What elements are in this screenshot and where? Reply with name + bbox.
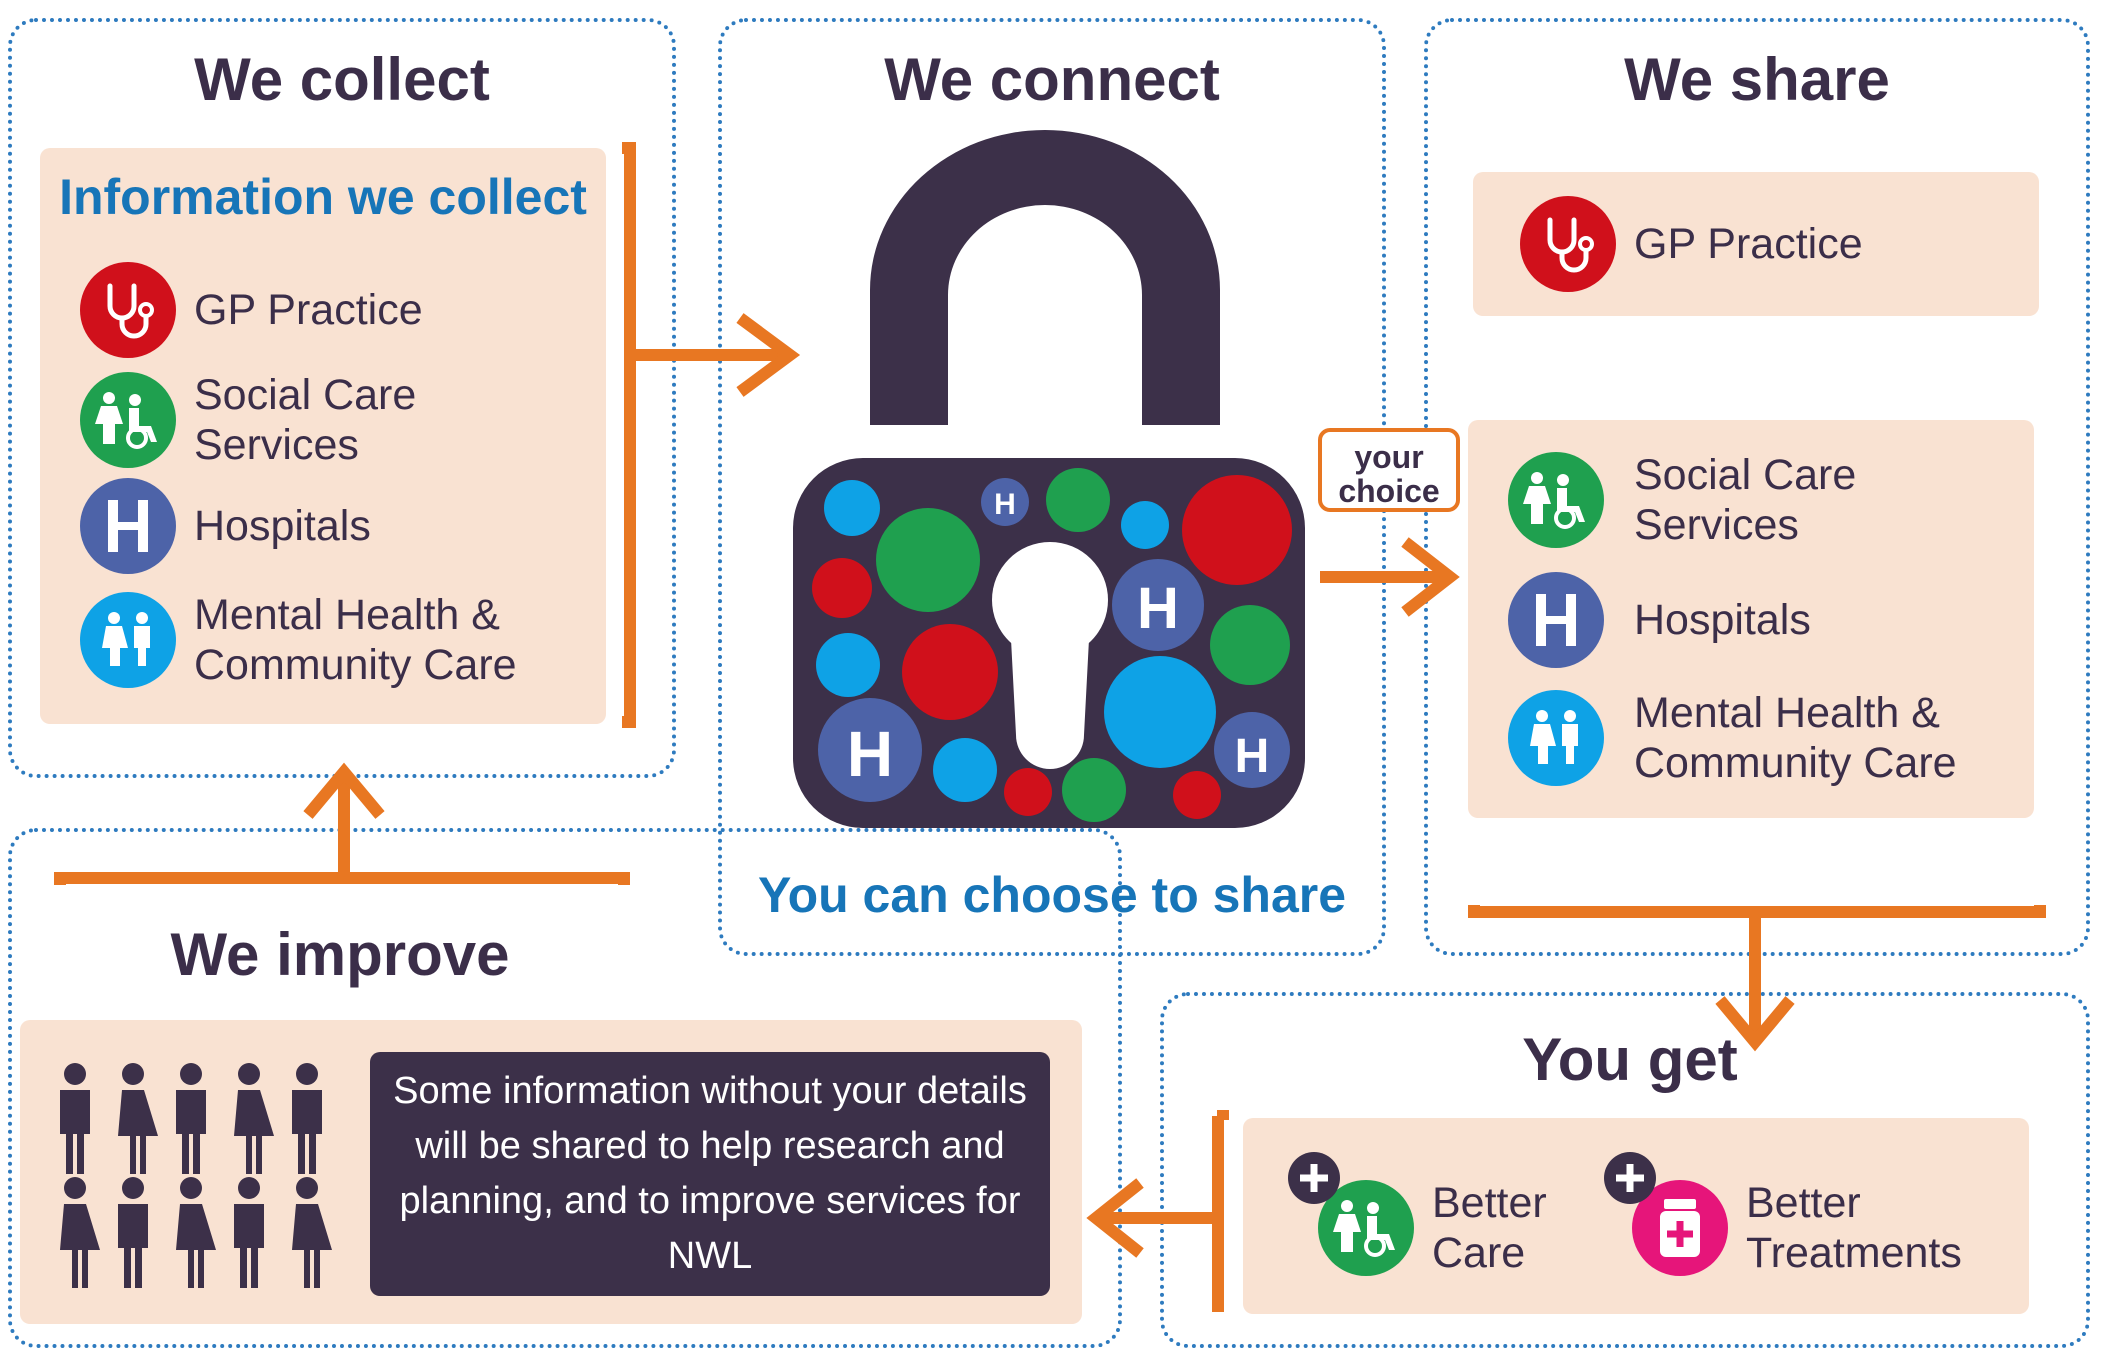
flow-arrows <box>54 142 2046 1312</box>
get-item-better-treatments-label: Better Treatments <box>1746 1179 1962 1277</box>
plus-icon <box>1604 1152 1656 1204</box>
mental-health-icon <box>80 592 176 688</box>
your-choice-label: your choice <box>1318 428 1460 512</box>
svg-text:H: H <box>1235 730 1270 783</box>
stethoscope-icon <box>1520 196 1616 292</box>
collect-item-social: Social Care Services <box>80 370 416 470</box>
social-care-icon <box>80 372 176 468</box>
share-item-mental: Mental Health & Community Care <box>1508 688 1957 788</box>
improve-heading: We improve <box>60 920 620 990</box>
collect-item-hospitals: Hospitals <box>80 478 371 574</box>
share-item-gp: GP Practice <box>1520 196 1863 292</box>
collect-item-social-label: Social Care Services <box>194 371 417 469</box>
improve-panel <box>8 828 1122 1348</box>
collect-heading: We collect <box>194 46 490 113</box>
collect-item-gp-label: GP Practice <box>194 286 423 334</box>
connect-heading: We connect <box>884 46 1220 113</box>
share-item-social-label: Social Care Services <box>1634 451 1857 549</box>
share-item-gp-label: GP Practice <box>1634 220 1863 268</box>
padlock-icons: H H H H <box>812 468 1292 822</box>
svg-text:H: H <box>847 718 893 790</box>
get-heading: You get <box>1522 1026 1738 1093</box>
svg-text:H: H <box>994 488 1016 521</box>
hospital-h-icon <box>80 478 176 574</box>
share-heading: We share <box>1624 46 1890 113</box>
collect-item-mental-label: Mental Health & Community Care <box>194 591 517 689</box>
get-item-better-care: Better Care <box>1318 1178 1547 1278</box>
collect-item-hospitals-label: Hospitals <box>194 502 371 550</box>
svg-text:H: H <box>1137 576 1179 641</box>
plus-icon <box>1288 1152 1340 1204</box>
keyhole-icon <box>992 542 1108 769</box>
share-item-hospitals-label: Hospitals <box>1634 596 1811 644</box>
collect-item-gp: GP Practice <box>80 262 423 358</box>
mental-health-icon <box>1508 690 1604 786</box>
share-item-mental-label: Mental Health & Community Care <box>1634 689 1957 787</box>
get-panel <box>1160 992 2090 1348</box>
people-group-icon <box>60 1063 332 1288</box>
improve-description: Some information without your details wi… <box>370 1052 1050 1296</box>
get-item-better-treatments: Better Treatments <box>1632 1178 1962 1278</box>
social-care-icon <box>1318 1180 1414 1276</box>
collect-item-mental: Mental Health & Community Care <box>80 590 517 690</box>
share-item-hospitals: Hospitals <box>1508 572 1811 668</box>
hospital-h-icon <box>1508 572 1604 668</box>
get-item-better-care-label: Better Care <box>1432 1179 1547 1277</box>
share-item-social: Social Care Services <box>1508 450 1856 550</box>
connect-caption: You can choose to share <box>757 867 1347 923</box>
stethoscope-icon <box>80 262 176 358</box>
social-care-icon <box>1508 452 1604 548</box>
collect-subheading: Information we collect <box>59 169 587 225</box>
